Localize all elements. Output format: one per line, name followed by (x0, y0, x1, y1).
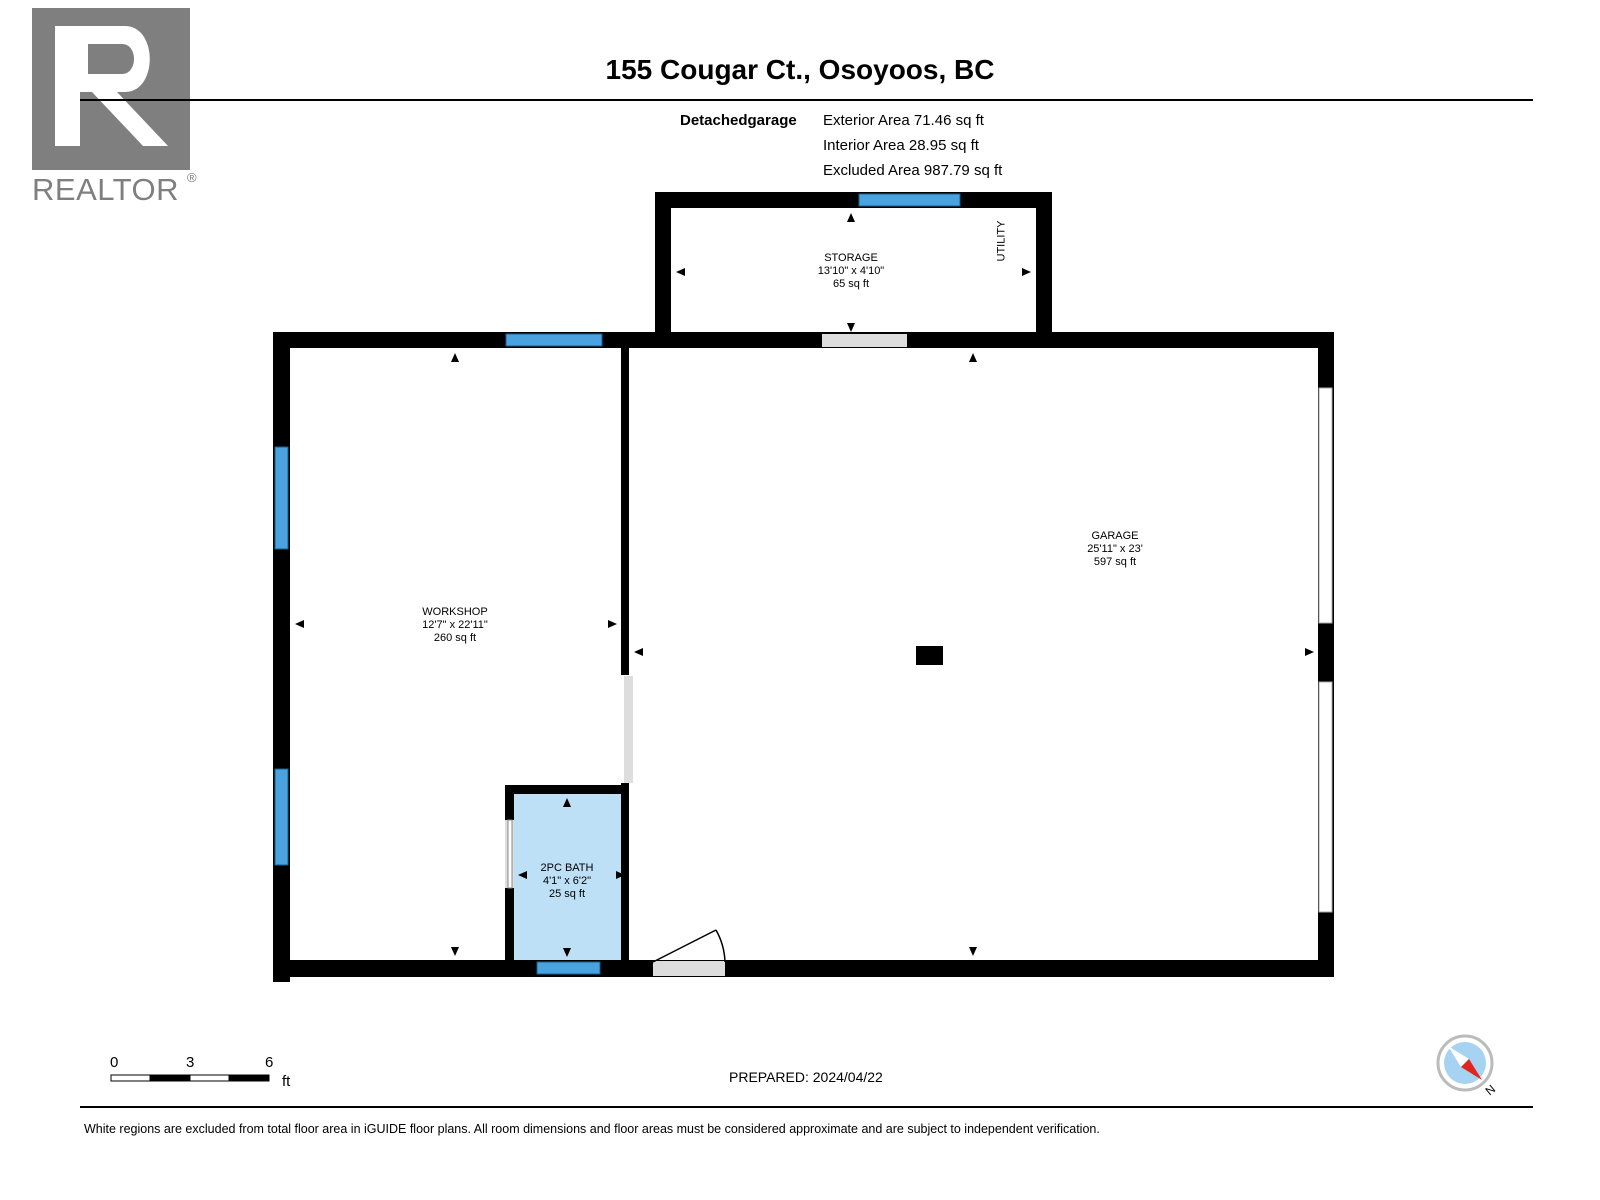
scale-tick-6: 6 (265, 1054, 274, 1071)
scale-bar (110, 1074, 270, 1082)
floor-label: Detachedgarage (680, 112, 797, 129)
room-area: 25 sq ft (548, 888, 586, 900)
interior-area: Interior Area 28.95 sq ft (823, 137, 979, 154)
room-dims: 12'7" x 22'11" (422, 619, 488, 631)
room-name: GARAGE (1091, 530, 1139, 542)
scale-unit: ft (282, 1073, 291, 1090)
scale-tick-3: 3 (186, 1054, 195, 1071)
room-name: UTILITY (995, 220, 1008, 262)
room-garage: GARAGE 25'11" x 23' 597 sq ft (1050, 530, 1180, 569)
garage-doors (507, 387, 1333, 913)
registered-mark: ® (187, 170, 197, 185)
room-dims: 25'11" x 23' (1087, 543, 1143, 555)
walls (273, 192, 1334, 982)
bath-floor (513, 793, 629, 963)
page-title: 155 Cougar Ct., Osoyoos, BC (605, 54, 995, 85)
realtor-logo-mark (32, 8, 190, 170)
disclaimer: White regions are excluded from total fl… (84, 1122, 1100, 1136)
room-area: 65 sq ft (832, 278, 870, 290)
scale-tick-0: 0 (110, 1054, 119, 1071)
header-rule (80, 99, 1533, 101)
room-utility: UTILITY (995, 220, 1009, 262)
room-area: 260 sq ft (433, 632, 477, 644)
windows (274, 193, 961, 975)
door-swing (652, 929, 726, 963)
room-name: STORAGE (824, 252, 878, 264)
realtor-logo-text: REALTOR (32, 172, 180, 207)
room-dims: 13'10" x 4'10" (817, 265, 885, 277)
excluded-area: Excluded Area 987.79 sq ft (823, 162, 1003, 179)
room-area: 597 sq ft (1093, 556, 1137, 568)
room-storage: STORAGE 13'10" x 4'10" 65 sq ft (786, 252, 916, 291)
compass-icon (1436, 1034, 1494, 1092)
room-bath: 2PC BATH 4'1" x 6'2" 25 sq ft (522, 862, 612, 901)
room-name: WORKSHOP (422, 606, 488, 618)
room-workshop: WORKSHOP 12'7" x 22'11" 260 sq ft (390, 606, 520, 645)
exterior-area: Exterior Area 71.46 sq ft (823, 112, 984, 129)
dimension-arrows (295, 213, 1314, 957)
footer-rule (80, 1106, 1533, 1108)
prepared-date: PREPARED: 2024/04/22 (729, 1069, 883, 1085)
room-name: 2PC BATH (540, 862, 594, 874)
room-dims: 4'1" x 6'2" (542, 875, 592, 887)
